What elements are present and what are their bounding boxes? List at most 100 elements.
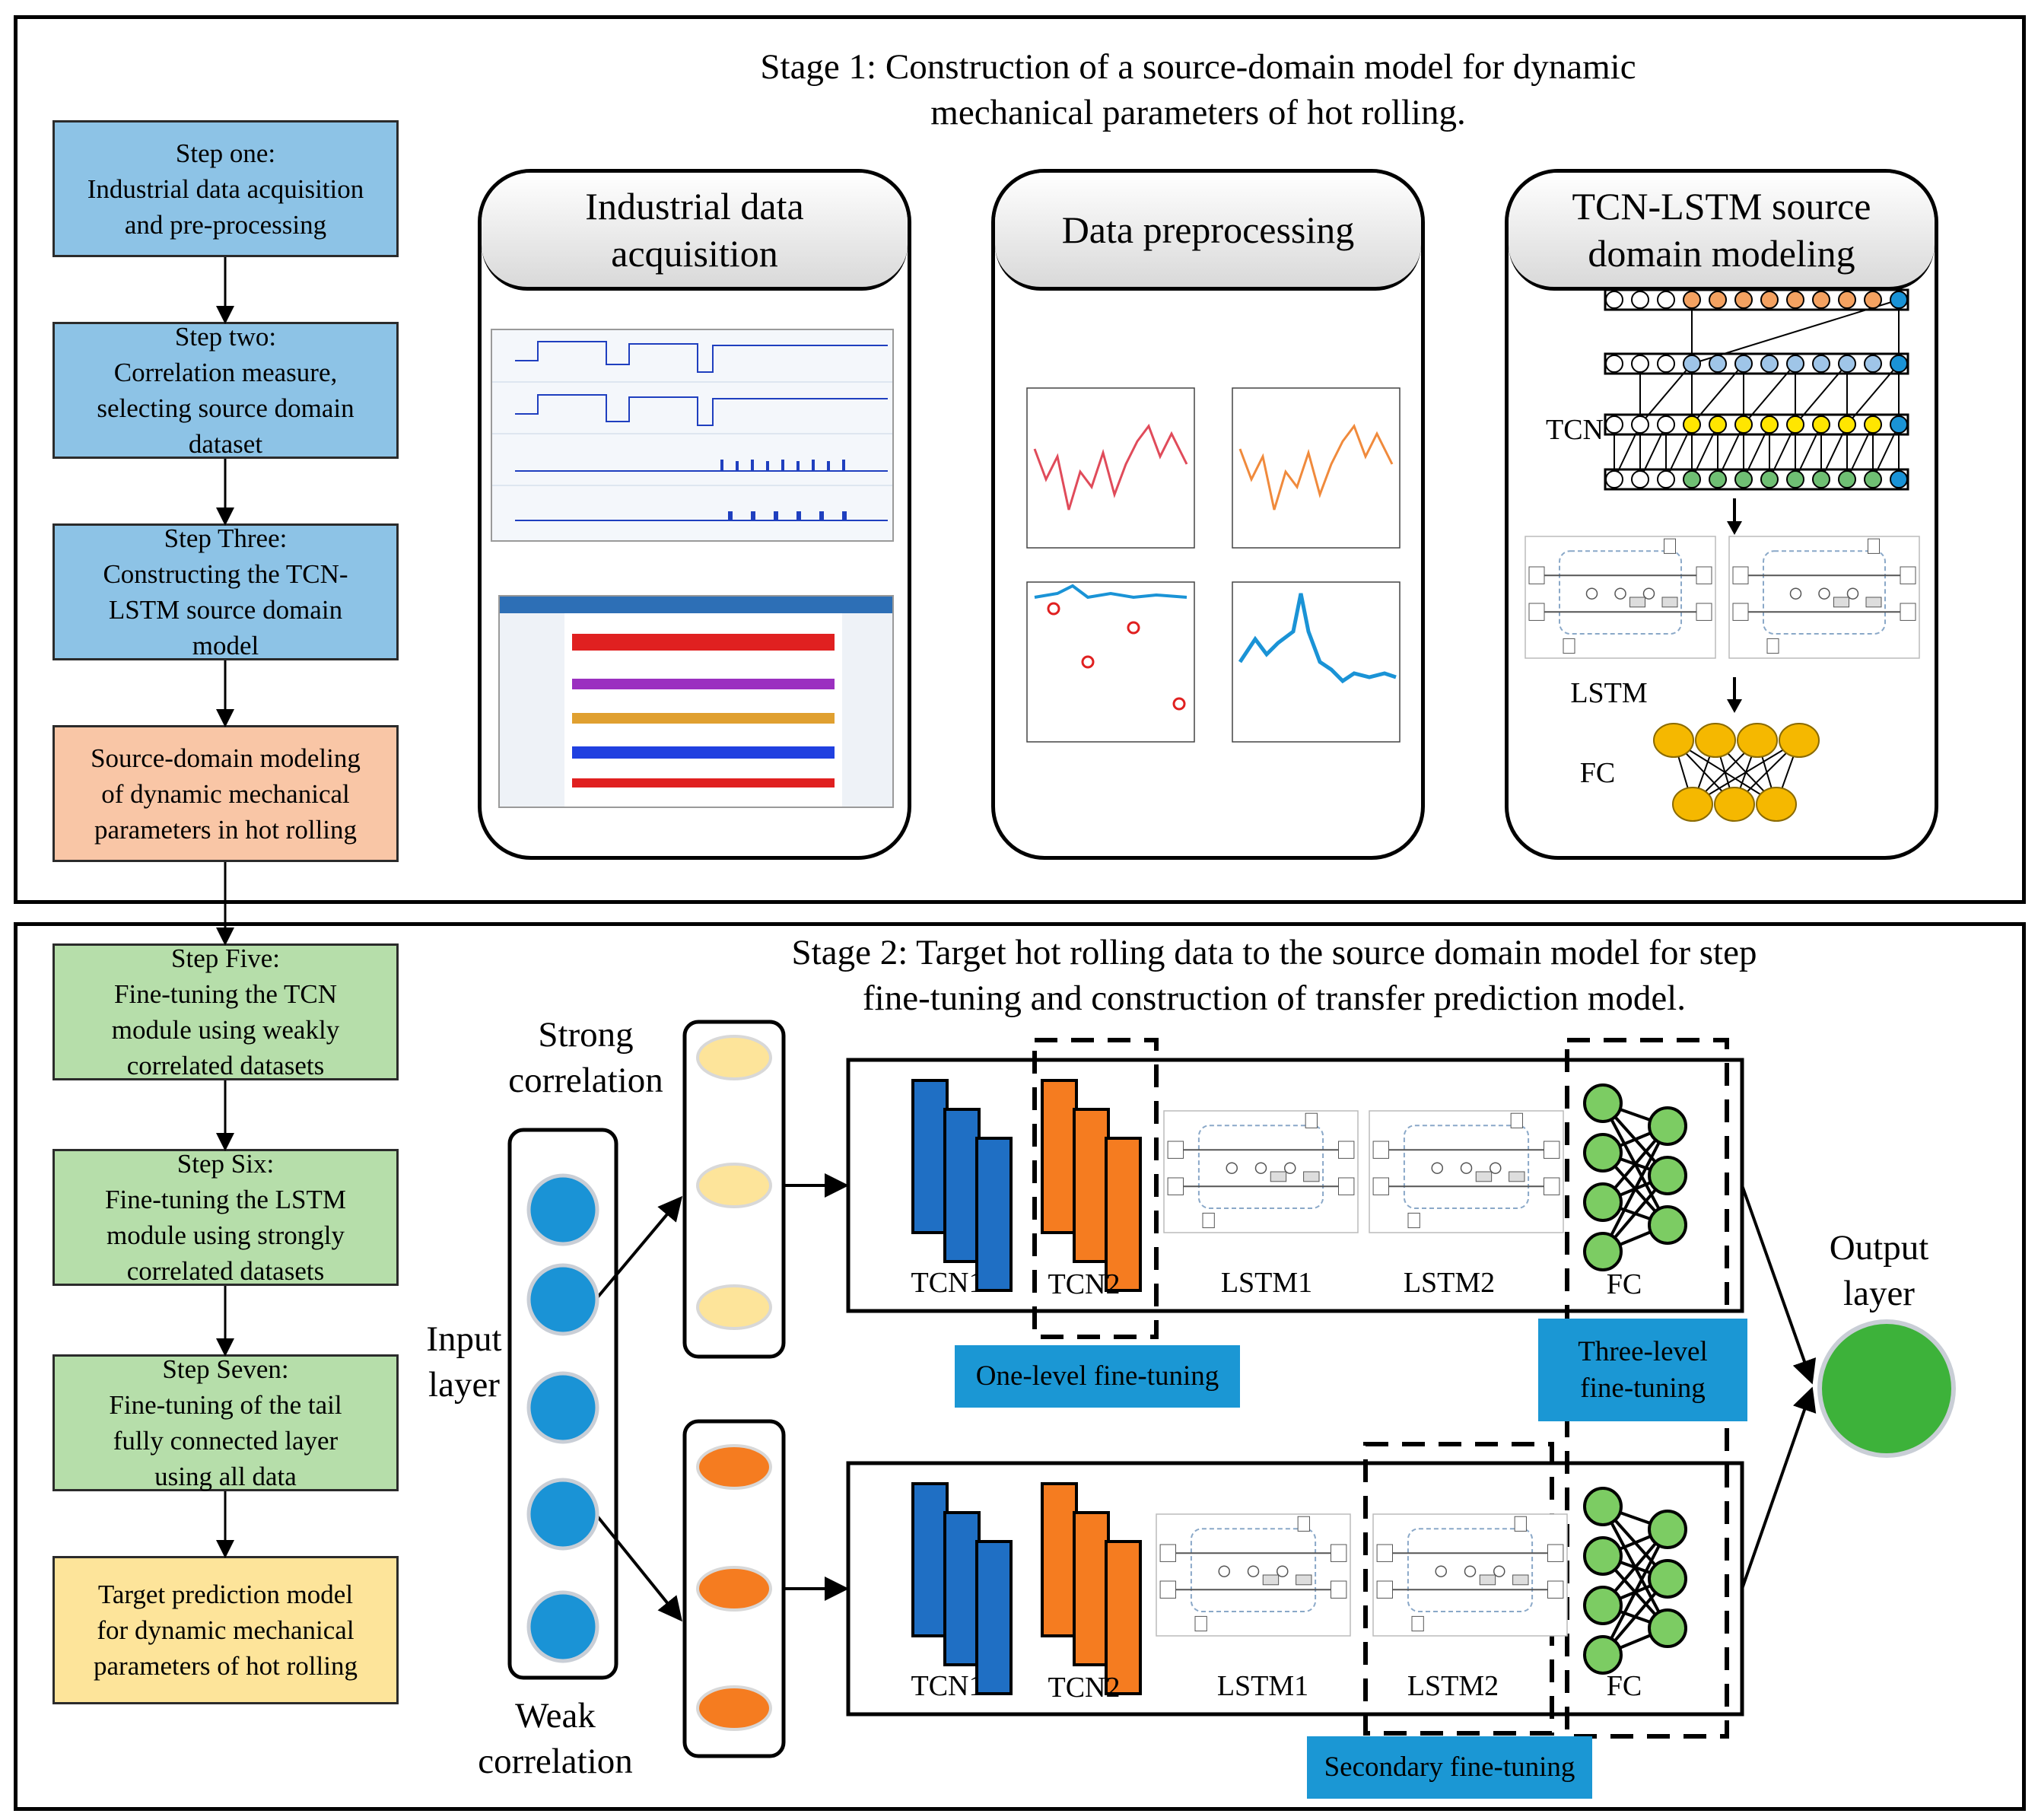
fc-label-top: FC xyxy=(1606,1268,1642,1300)
lstm-hnext-box xyxy=(1547,1580,1564,1599)
lstm-hnext-box xyxy=(1338,1177,1355,1195)
lstm-gate xyxy=(1846,587,1859,600)
panel-data-preprocessing: Data preprocessing xyxy=(991,169,1425,860)
fc-node xyxy=(1583,1232,1623,1271)
lstm-tanh-box xyxy=(1262,1574,1280,1586)
lstm-input-box xyxy=(1528,566,1545,584)
lstm-hnext-box xyxy=(1900,603,1916,621)
lstm-output-box xyxy=(1544,1141,1560,1159)
tcn-node xyxy=(1734,291,1753,309)
conv-filter xyxy=(1073,1511,1110,1666)
lstm-gate xyxy=(1493,1565,1505,1577)
lstm-tanh-box xyxy=(1661,597,1678,608)
tcn-node xyxy=(1812,291,1830,309)
tcn-node xyxy=(1734,355,1753,373)
fc-label: FC xyxy=(1579,757,1616,789)
tcn-node xyxy=(1864,355,1882,373)
stage1-title-line1: Stage 1: Construction of a source-domain… xyxy=(760,47,1636,87)
conv-filter xyxy=(1041,1482,1078,1637)
lstm-cell-a xyxy=(1525,536,1716,659)
step-two-box: Step two:Correlation measure,selecting s… xyxy=(52,322,399,459)
tcn-to-lstm-arrowhead xyxy=(1727,521,1742,535)
stage2-frame xyxy=(14,922,2026,1811)
lstm-ht-box xyxy=(1510,1112,1523,1128)
lstm-label: LSTM xyxy=(1570,677,1648,709)
lstm-input-box xyxy=(1732,566,1749,584)
tcn-node xyxy=(1657,355,1675,373)
stage2-title: Stage 2: Target hot rolling data to the … xyxy=(533,930,2016,1021)
tcn-node xyxy=(1709,291,1727,309)
tcn-node xyxy=(1838,355,1856,373)
input-node xyxy=(526,1263,599,1336)
lstm-hprev-box xyxy=(1372,1177,1389,1195)
fc-network-small xyxy=(1653,677,1820,822)
lstm-tanh-box xyxy=(1479,1574,1496,1586)
fc-node xyxy=(1583,1133,1623,1172)
fc-node xyxy=(1672,787,1713,822)
preprocessing-plots xyxy=(1026,387,1401,743)
fc-node xyxy=(1583,1083,1623,1123)
strong-correlation-node xyxy=(696,1284,772,1330)
fc-node xyxy=(1583,1536,1623,1576)
tcn-node xyxy=(1683,415,1701,434)
fc-node xyxy=(1583,1182,1623,1222)
tcn-node xyxy=(1838,415,1856,434)
lstm-ht-box xyxy=(1868,538,1880,554)
tcn-node xyxy=(1631,291,1649,309)
lstm-hprev-box xyxy=(1167,1177,1184,1195)
lstm-ht-box xyxy=(1514,1516,1527,1532)
tcn-node xyxy=(1605,470,1623,488)
stage1-frame xyxy=(14,15,2026,904)
lstm-xt-box xyxy=(1411,1615,1424,1632)
fc-node xyxy=(1583,1586,1623,1625)
lstm-cell-body xyxy=(1559,550,1682,635)
lstm-tanh-box xyxy=(1303,1171,1320,1182)
tcn-node xyxy=(1786,415,1804,434)
lstm-cell-frame xyxy=(1525,536,1716,659)
lstm-xt-box xyxy=(1194,1615,1207,1632)
lstm-gate xyxy=(1284,1162,1296,1174)
fc-label-bottom: FC xyxy=(1606,1670,1642,1702)
lstm-input-box xyxy=(1376,1544,1393,1562)
lstm-gate xyxy=(1460,1162,1473,1174)
tcn1-block-top xyxy=(911,1079,1013,1292)
lstm-output-box xyxy=(1331,1544,1347,1562)
lstm-gate xyxy=(1218,1565,1230,1577)
stage2-title-line1: Stage 2: Target hot rolling data to the … xyxy=(791,933,1757,972)
lstm-gate xyxy=(1642,587,1655,600)
tcn-label: TCN xyxy=(1546,414,1604,446)
tcn-node xyxy=(1683,470,1701,488)
tcn-node xyxy=(1605,415,1623,434)
tcn-node xyxy=(1760,291,1779,309)
lstm-tanh-box xyxy=(1475,1171,1493,1182)
fc-node xyxy=(1583,1487,1623,1526)
lstm-gate xyxy=(1431,1162,1443,1174)
fc-node xyxy=(1648,1156,1687,1195)
one-level-fine-tuning-tag: One-level fine-tuning xyxy=(955,1345,1240,1408)
lstm-tanh-box xyxy=(1629,597,1645,608)
input-node xyxy=(526,1173,599,1246)
tcn2-block-top xyxy=(1041,1079,1142,1292)
fc-node xyxy=(1583,1635,1623,1675)
tcn-node xyxy=(1838,291,1856,309)
lstm-hprev-box xyxy=(1159,1580,1176,1599)
lstm-gate xyxy=(1464,1565,1477,1577)
conv-filter xyxy=(911,1482,949,1637)
lstm-output-box xyxy=(1547,1544,1564,1562)
lstm-output-box xyxy=(1696,566,1712,584)
lstm-ht-box xyxy=(1664,538,1676,554)
lstm2-cell-top xyxy=(1369,1110,1564,1233)
tcn-node xyxy=(1760,415,1779,434)
conv-filter xyxy=(911,1079,949,1234)
lstm-output-box xyxy=(1338,1141,1355,1159)
lstm-cell-diagrams xyxy=(1525,498,1920,659)
fc-node xyxy=(1653,723,1694,758)
output-node xyxy=(1817,1319,1956,1458)
lstm-xt-box xyxy=(1407,1212,1420,1229)
